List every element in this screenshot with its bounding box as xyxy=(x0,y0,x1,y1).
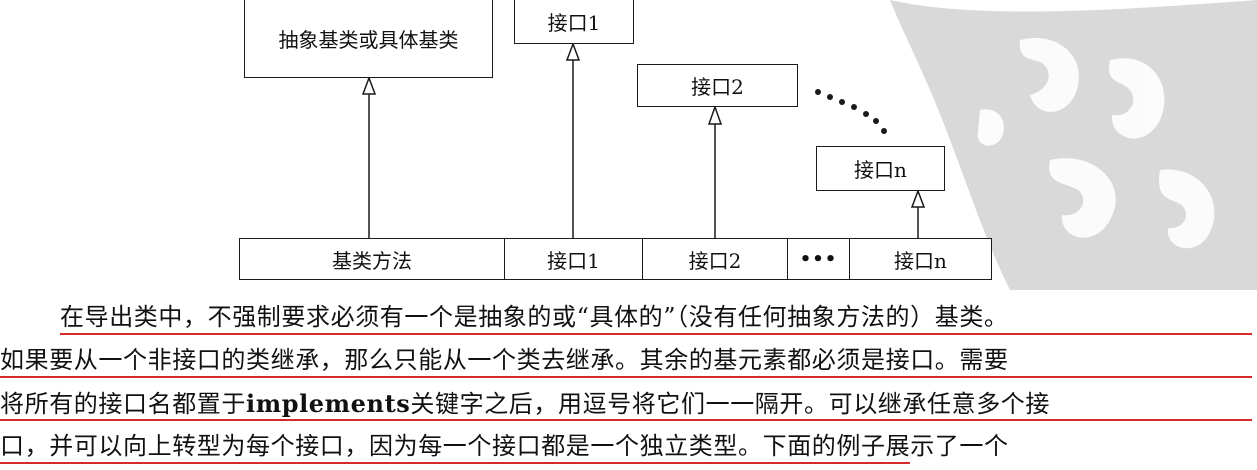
line-3-underline xyxy=(0,419,1252,421)
strip-cell-interface-n: 接口n xyxy=(894,248,947,273)
line-3-text-pre: 将所有的接口名都置于 xyxy=(0,390,246,418)
line-2-text: 如果要从一个非接口的类继承，那么只能从一个类去继承。其余的基元素都必须是接口。需… xyxy=(0,346,1009,374)
paragraph-line-2: 如果要从一个非接口的类继承，那么只能从一个类去继承。其余的基元素都必须是接口。需… xyxy=(0,339,1257,382)
line-4-text: 口，并可以向上转型为每个接口，因为每一个接口都是一个独立类型。下面的例子展示了一… xyxy=(0,432,1009,460)
strip-cell-base-methods: 基类方法 xyxy=(240,239,505,279)
paragraph-line-4: 口，并可以向上转型为每个接口，因为每一个接口都是一个独立类型。下面的例子展示了一… xyxy=(0,425,1257,468)
paragraph-line-3: 将所有的接口名都置于implements关键字之后，用逗号将它们一一隔开。可以继… xyxy=(0,382,1257,425)
base-class-label: 抽象基类或具体基类 xyxy=(278,28,459,52)
derived-class-strip: 基类方法 接口1 接口2 ••• 接口n xyxy=(239,238,992,280)
ellipsis-dots xyxy=(815,89,887,134)
paragraph-line-1: 在导出类中，不强制要求必须有一个是抽象的或“具体的”（没有任何抽象方法的）基类。 xyxy=(0,296,1257,339)
base-class-box: 抽象基类或具体基类 xyxy=(244,0,493,78)
line-2-underline xyxy=(0,376,1252,378)
line-1-text: 在导出类中，不强制要求必须有一个是抽象的或“具体的”（没有任何抽象方法的）基类。 xyxy=(60,303,1009,331)
watermark-seal xyxy=(890,0,1257,290)
class-diagram: 抽象基类或具体基类 接口1 接口2 接口n 基类方法 接口1 接口2 ••• 接… xyxy=(239,0,1257,290)
strip-cell-ellipsis: ••• xyxy=(788,239,850,279)
inheritance-arrows xyxy=(361,41,926,238)
interface-1-label: 接口1 xyxy=(547,11,601,35)
body-paragraph: 在导出类中，不强制要求必须有一个是抽象的或“具体的”（没有任何抽象方法的）基类。… xyxy=(0,296,1257,468)
line-1-underline xyxy=(60,333,1252,335)
implements-keyword: implements xyxy=(246,389,411,418)
interface-n-label: 接口n xyxy=(854,158,907,182)
interface-1-box: 接口1 xyxy=(514,0,634,44)
interface-2-box: 接口2 xyxy=(637,64,798,107)
line-4-underline xyxy=(0,462,910,464)
interface-n-box: 接口n xyxy=(816,146,945,191)
interface-2-label: 接口2 xyxy=(691,75,744,99)
strip-cell-interface-2: 接口2 xyxy=(643,239,788,279)
line-3-text-post: 关键字之后，用逗号将它们一一隔开。可以继承任意多个接 xyxy=(410,390,1050,418)
strip-cell-interface-1: 接口1 xyxy=(505,239,643,279)
